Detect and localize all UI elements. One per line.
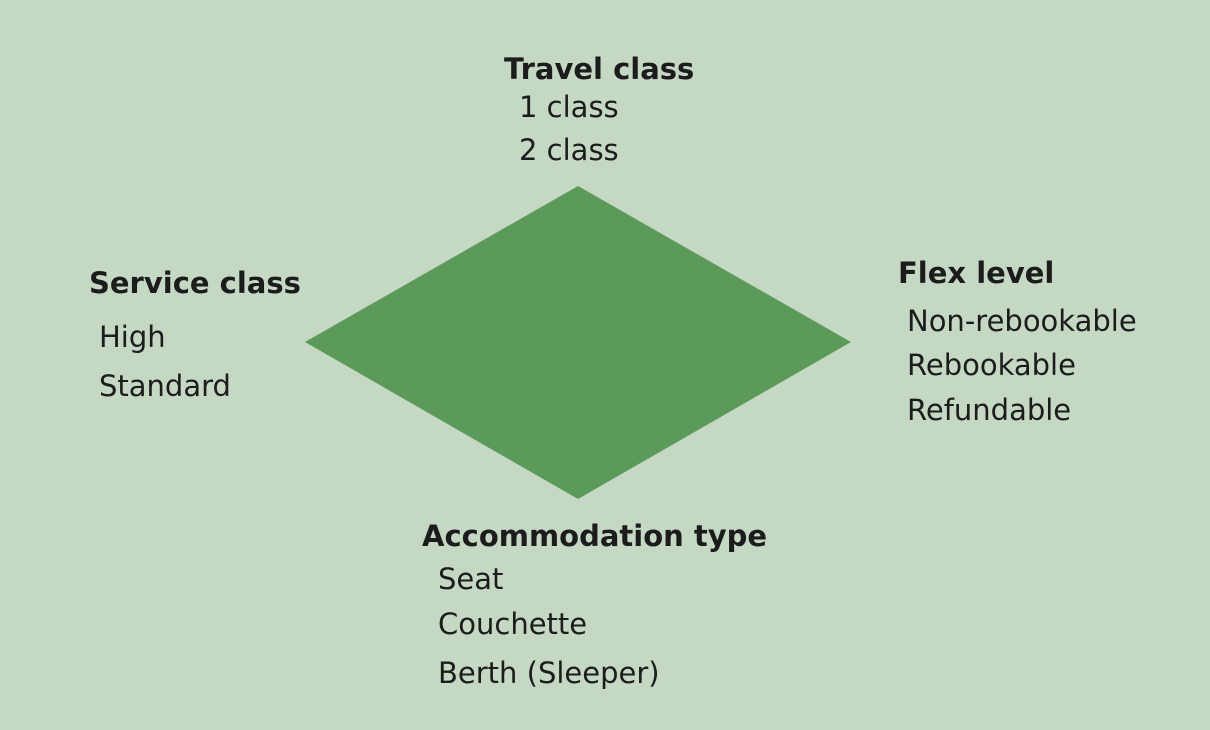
accommodation-type-title: Accommodation type	[422, 519, 768, 553]
flex-level-item: Refundable	[907, 393, 1072, 427]
travel-class-item: 1 class	[519, 90, 619, 124]
flex-level-item: Rebookable	[907, 348, 1076, 382]
accommodation-type-item: Berth (Sleeper)	[438, 656, 660, 690]
travel-class-title: Travel class	[504, 52, 695, 86]
flex-level-item: Non-rebookable	[907, 304, 1137, 338]
travel-class-item: 2 class	[519, 133, 619, 167]
service-class-title: Service class	[89, 266, 301, 300]
accommodation-type-item: Seat	[438, 562, 504, 596]
accommodation-type-item: Couchette	[438, 607, 588, 641]
service-class-item: Standard	[99, 369, 231, 403]
service-class-item: High	[99, 320, 166, 354]
flex-level-title: Flex level	[898, 256, 1055, 290]
